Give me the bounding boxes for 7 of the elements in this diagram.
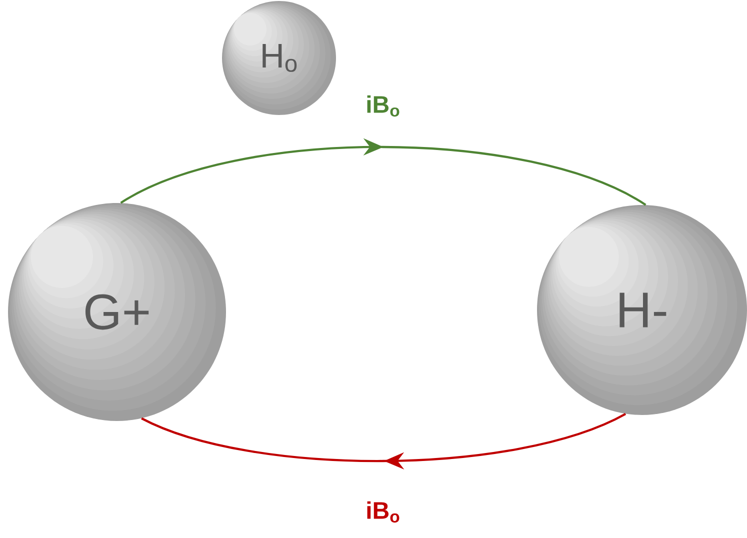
sphere: H$_{o}$ — [222, 1, 336, 115]
arrow — [120, 138, 646, 206]
sphere: H- — [537, 205, 747, 415]
edge-label: iB$_{o}$ — [367, 501, 400, 523]
sphere: G+ — [8, 203, 226, 421]
arrow — [141, 412, 626, 470]
edge-label: iB$_{o}$ — [367, 95, 400, 117]
